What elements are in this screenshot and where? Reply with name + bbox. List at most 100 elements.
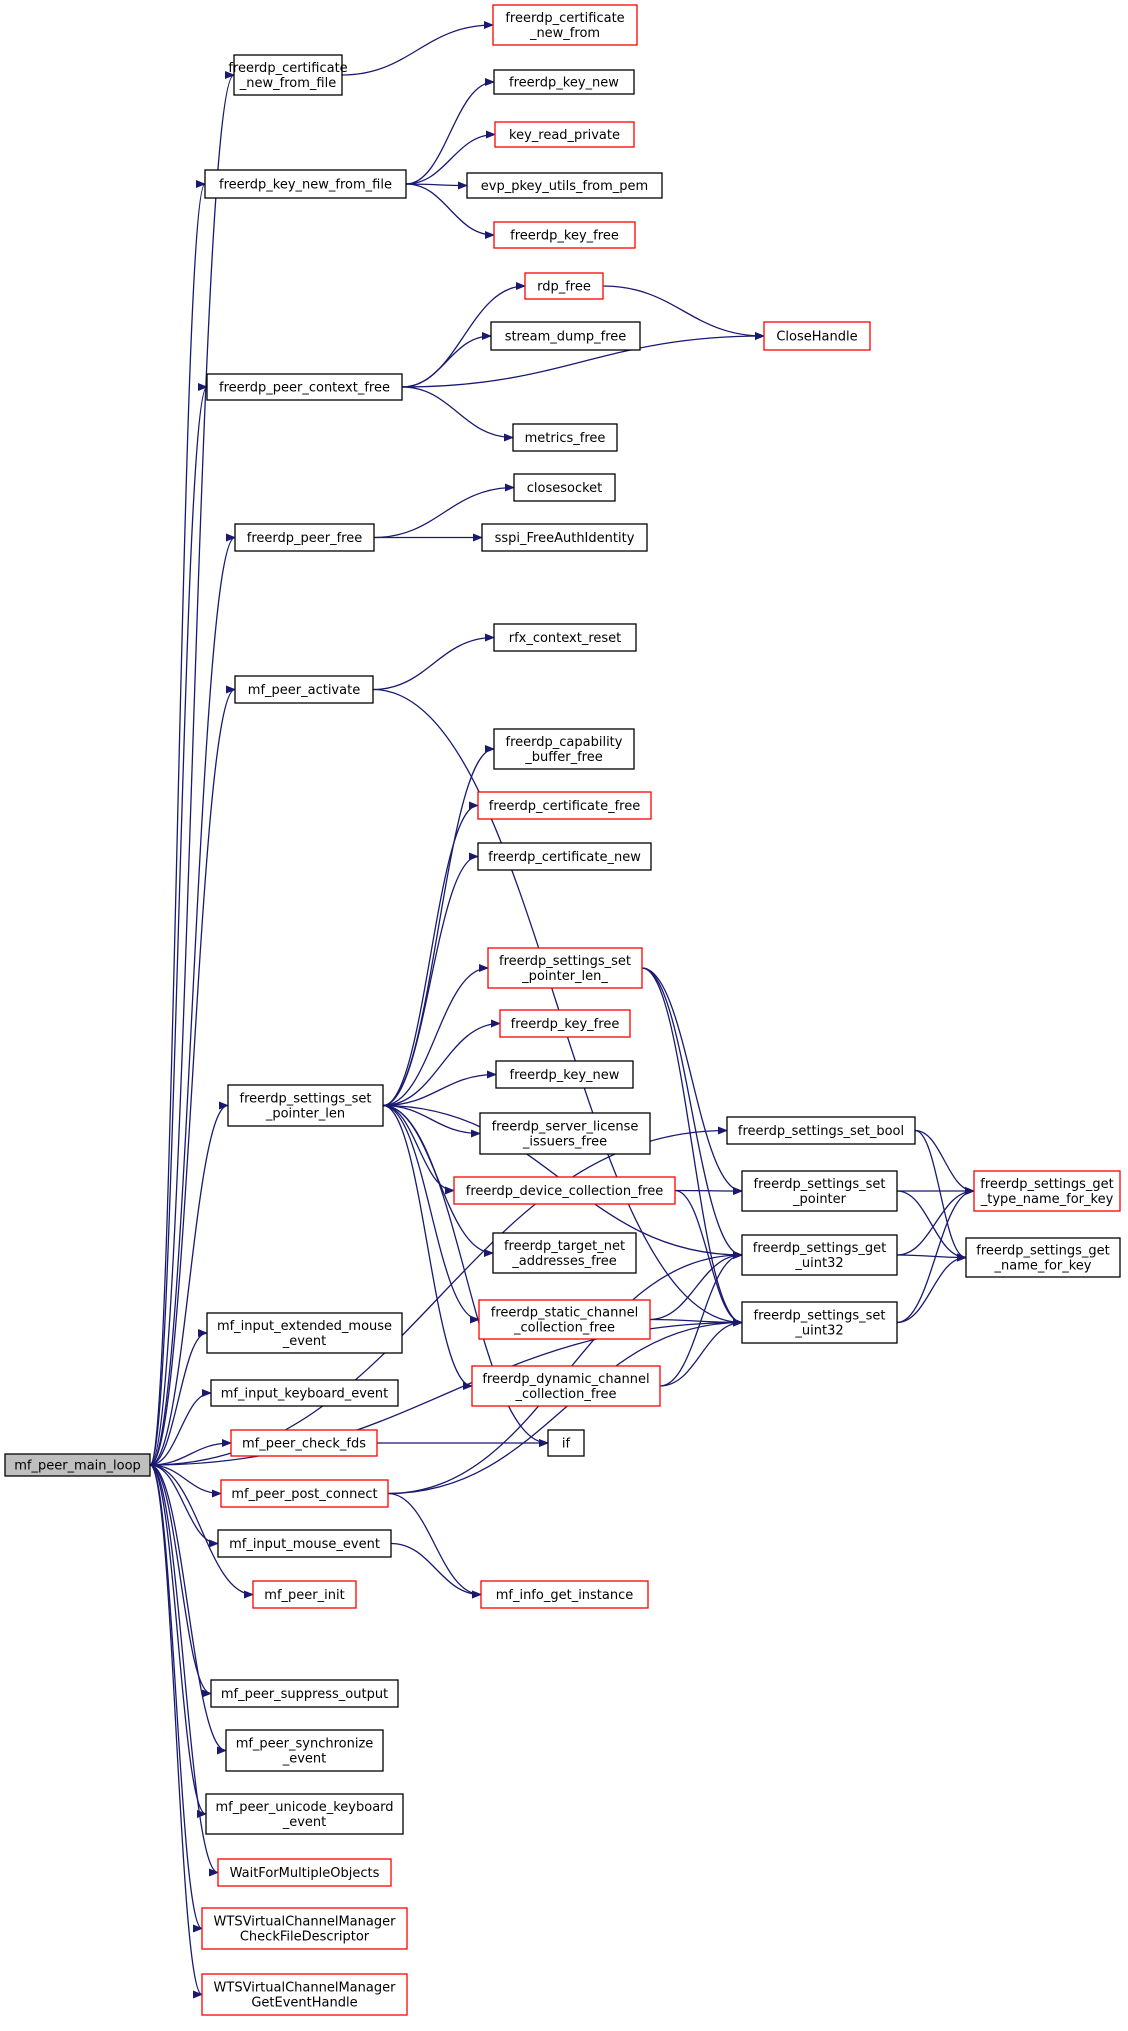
node-box [206, 1312, 403, 1354]
node-get-uint32[interactable]: freerdp_settings_get_uint32 [741, 1234, 898, 1276]
node-cert-new[interactable]: freerdp_certificate_new [477, 842, 652, 871]
edge-key_new_from_file-to-key_free_top [405, 183, 495, 239]
node-wts-check[interactable]: WTSVirtualChannelManagerCheckFileDescrip… [201, 1907, 408, 1950]
node-main[interactable]: mf_peer_main_loop [4, 1453, 151, 1477]
node-evp-pkey[interactable]: evp_pkey_utils_from_pem [466, 172, 663, 199]
node-rfx-reset[interactable]: rfx_context_reset [493, 623, 637, 652]
node-set-ptr-len-[interactable]: freerdp_settings_set_pointer_len_ [487, 947, 643, 989]
node-box [234, 675, 374, 704]
node-closehandle[interactable]: CloseHandle [763, 321, 871, 351]
node-dyn-chan-free[interactable]: freerdp_dynamic_channel_collection_free [471, 1365, 661, 1407]
node-box [493, 728, 635, 770]
node-label: freerdp_certificate_new [488, 850, 641, 865]
node-sync[interactable]: mf_peer_synchronize_event [225, 1729, 384, 1772]
node-set-ptr-len[interactable]: freerdp_settings_set_pointer_len [227, 1084, 384, 1127]
node-if[interactable]: if [547, 1429, 585, 1457]
node-box [210, 1679, 399, 1708]
node-key-new-top[interactable]: freerdp_key_new [493, 69, 635, 95]
node-key-free-mid[interactable]: freerdp_key_free [499, 1009, 631, 1038]
node-get-type-name[interactable]: freerdp_settings_get_type_name_for_key [973, 1170, 1121, 1212]
edge-post_connect-to-info_instance [387, 1492, 482, 1599]
node-label: freerdp_settings_get [980, 1177, 1113, 1192]
node-wait-multi[interactable]: WaitForMultipleObjects [217, 1858, 392, 1887]
node-label: freerdp_capability [506, 735, 623, 750]
node-unicode-kb[interactable]: mf_peer_unicode_keyboard_event [205, 1793, 404, 1835]
node-peer-context-free[interactable]: freerdp_peer_context_free [206, 373, 403, 401]
node-box [471, 1365, 661, 1407]
edge-static_chan_free-to-get_uint32 [649, 1251, 743, 1321]
edge-dyn_chan_free-to-set_uint32 [659, 1318, 743, 1387]
node-keyboard[interactable]: mf_input_keyboard_event [210, 1379, 399, 1407]
node-label: key_read_private [509, 128, 620, 143]
node-metrics-free[interactable]: metrics_free [512, 423, 618, 452]
node-dev-coll-free[interactable]: freerdp_device_collection_free [453, 1176, 676, 1205]
node-ext-mouse[interactable]: mf_input_extended_mouse_event [206, 1312, 403, 1354]
node-key-new-from-file[interactable]: freerdp_key_new_from_file [204, 169, 407, 199]
node-get-name[interactable]: freerdp_settings_get_name_for_key [965, 1237, 1121, 1278]
node-label: _pointer_len_ [521, 969, 608, 984]
node-peer-activate[interactable]: mf_peer_activate [234, 675, 374, 704]
edge-set_ptr_len-to-cert_new [382, 852, 479, 1107]
node-box [973, 1170, 1121, 1212]
node-set-uint32[interactable]: freerdp_settings_set_uint32 [741, 1301, 898, 1344]
edge-cert_from_file-to-cert_new_from [341, 21, 494, 76]
node-key-new-mid[interactable]: freerdp_key_new [495, 1060, 634, 1089]
node-sspi[interactable]: sspi_FreeAuthIdentity [481, 523, 648, 552]
node-label: freerdp_certificate [505, 11, 624, 26]
edge-peer_context_free-to-metrics_free [401, 386, 514, 442]
node-label: _event [282, 1752, 327, 1767]
edge-set_uint32-to-get_name [896, 1253, 967, 1324]
node-box [217, 1529, 392, 1558]
node-rdp-free[interactable]: rdp_free [524, 272, 604, 300]
edge-key_new_from_file-to-key_read_private [405, 130, 496, 185]
node-closesocket[interactable]: closesocket [513, 473, 616, 502]
edge-main-to-peer_free [149, 533, 236, 1466]
edge-mouse-to-info_instance [390, 1542, 482, 1599]
edge-set_bool-to-get_name [914, 1129, 967, 1262]
node-box [524, 272, 604, 300]
node-set-bool[interactable]: freerdp_settings_set_bool [726, 1116, 916, 1145]
node-label: _buffer_free [524, 750, 602, 765]
edge-main-to-wait_multi [149, 1464, 219, 1877]
node-label: mf_peer_main_loop [14, 1459, 141, 1474]
node-static-chan-free[interactable]: freerdp_static_channel_collection_free [478, 1299, 651, 1340]
node-cap-buf-free[interactable]: freerdp_capability_buffer_free [493, 728, 635, 770]
node-check-fds[interactable]: mf_peer_check_fds [230, 1429, 378, 1457]
node-key-free-top[interactable]: freerdp_key_free [493, 221, 636, 249]
node-label: freerdp_key_new_from_file [219, 178, 392, 193]
node-box [479, 1112, 651, 1155]
node-post-connect[interactable]: mf_peer_post_connect [220, 1479, 389, 1508]
node-box [230, 1429, 378, 1457]
node-label: mf_peer_init [264, 1588, 344, 1603]
node-label: GetEventHandle [251, 1996, 357, 2011]
node-peer-free[interactable]: freerdp_peer_free [234, 523, 375, 552]
edge-main-to-post_connect [149, 1464, 222, 1498]
node-cert-from-file[interactable]: freerdp_certificate_new_from_file [228, 54, 348, 96]
node-box [493, 221, 636, 249]
edge-dev_coll_free-to-set_uint32 [674, 1189, 743, 1327]
node-info-instance[interactable]: mf_info_get_instance [480, 1580, 649, 1609]
node-stream-dump-free[interactable]: stream_dump_free [490, 321, 641, 351]
node-set-pointer[interactable]: freerdp_settings_set_pointer [741, 1170, 898, 1212]
edge-main-to-peer_init [149, 1464, 254, 1599]
edge-set_ptr_len-to-static_chan_free [382, 1104, 480, 1324]
node-box [499, 1009, 631, 1038]
node-suppress[interactable]: mf_peer_suppress_output [210, 1679, 399, 1708]
node-peer-init[interactable]: mf_peer_init [252, 1580, 357, 1609]
edge-set_ptr_len_-to-set_uint32 [641, 967, 743, 1327]
node-label: freerdp_settings_set [240, 1092, 372, 1107]
node-cert-free[interactable]: freerdp_certificate_free [477, 791, 652, 820]
node-label: freerdp_settings_set [499, 954, 631, 969]
edge-main-to-keyboard [149, 1389, 212, 1466]
node-cert-new-from[interactable]: freerdp_certificate_new_from [492, 4, 638, 46]
node-target-net-free[interactable]: freerdp_target_net_addresses_free [492, 1232, 637, 1274]
node-lic-issuers-free[interactable]: freerdp_server_license_issuers_free [479, 1112, 651, 1155]
node-mouse[interactable]: mf_input_mouse_event [217, 1529, 392, 1558]
node-box [205, 1793, 404, 1835]
node-label: _type_name_for_key [980, 1192, 1114, 1207]
node-key-read-private[interactable]: key_read_private [494, 121, 635, 148]
node-label: mf_peer_check_fds [242, 1437, 366, 1452]
node-label: freerdp_key_free [510, 229, 619, 244]
